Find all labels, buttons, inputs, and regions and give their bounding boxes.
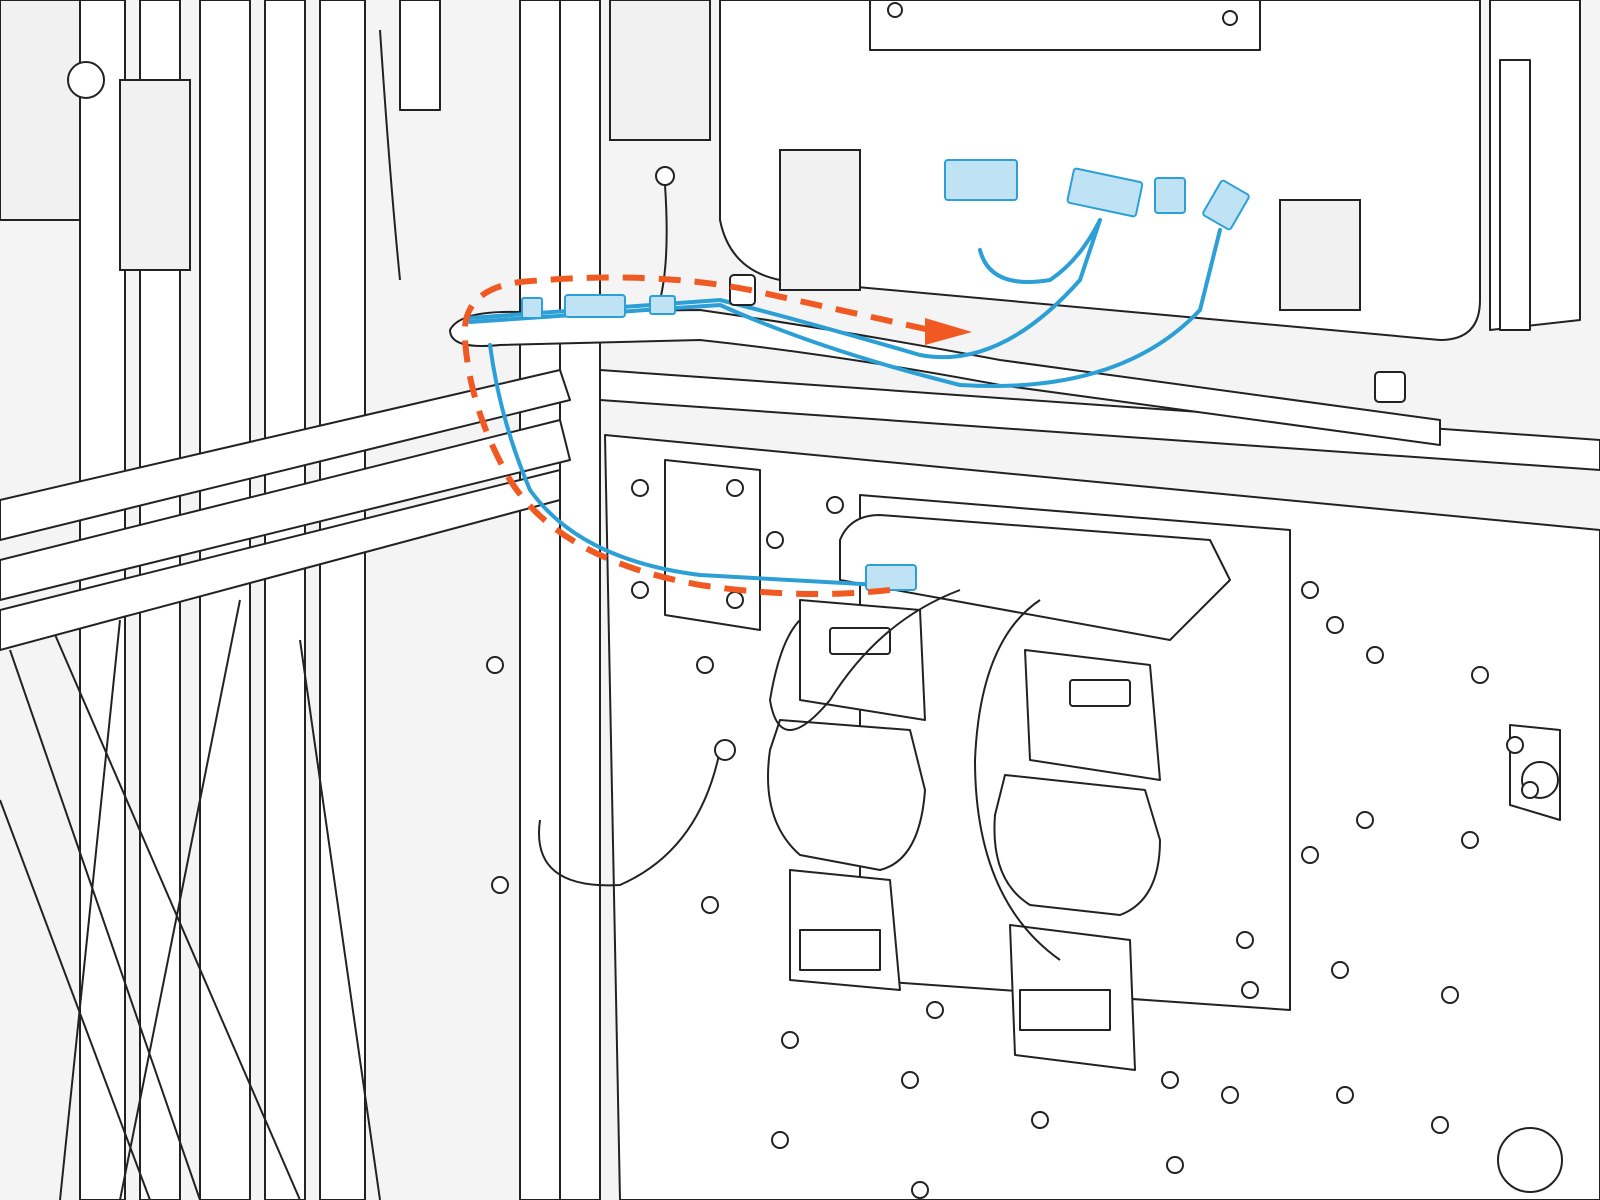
- module-cable: [768, 589, 961, 731]
- bolt-icon: [1336, 1086, 1354, 1104]
- bolt-icon: [1521, 781, 1539, 799]
- bolt-icon: [766, 531, 784, 549]
- bolt-icon: [696, 656, 714, 674]
- bolt-icon: [1471, 666, 1489, 684]
- bolt-icon: [1356, 811, 1374, 829]
- connector-icon: [944, 159, 1018, 201]
- bolt-icon: [826, 496, 844, 514]
- connector-icon: [649, 295, 676, 315]
- bolt-icon: [1236, 931, 1254, 949]
- diagonal-rail: [0, 369, 571, 651]
- bolt-icon: [726, 591, 744, 609]
- bolt-icon: [1331, 961, 1349, 979]
- connector-icon: [1202, 179, 1250, 231]
- bolt-icon: [771, 1131, 789, 1149]
- route-arrow-icon: [461, 274, 972, 597]
- bolt-icon: [901, 1071, 919, 1089]
- ground-strap: [538, 749, 721, 887]
- upper-panel: [519, 0, 1600, 1200]
- wire-harness: [468, 218, 1222, 587]
- connector-icon: [865, 564, 917, 591]
- connector-icon: [521, 297, 543, 319]
- bolt-icon: [926, 1001, 944, 1019]
- bolt-icon: [1366, 646, 1384, 664]
- cable-tie-icon: [1374, 371, 1406, 403]
- module-left: [767, 599, 926, 991]
- bolt-icon: [701, 896, 719, 914]
- bolt-icon: [1441, 986, 1459, 1004]
- bolt-icon: [726, 479, 744, 497]
- bolt-icon: [887, 2, 903, 18]
- bolt-icon: [1241, 981, 1259, 999]
- bolt-icon: [1221, 1086, 1239, 1104]
- harness-connectors: [521, 159, 1250, 591]
- connector-icon: [1154, 177, 1186, 214]
- ground-terminal-icon: [655, 166, 675, 186]
- bolt-icon: [1166, 1156, 1184, 1174]
- bolt-icon: [1326, 616, 1344, 634]
- bolt-icon: [1461, 831, 1479, 849]
- bolt-icon: [911, 1181, 929, 1199]
- bolt-icon: [491, 876, 509, 894]
- module-right: [993, 649, 1161, 1071]
- ground-terminal-icon: [714, 739, 736, 761]
- connector-icon: [1066, 167, 1144, 218]
- bolt-icon: [781, 1031, 799, 1049]
- bolt-icon: [1431, 1116, 1449, 1134]
- bolt-icon: [1222, 10, 1238, 26]
- bolt-icon: [1301, 846, 1319, 864]
- bolt-icon: [1506, 736, 1524, 754]
- bolt-icon: [1161, 1071, 1179, 1089]
- bolt-icon: [1301, 581, 1319, 599]
- connector-icon: [564, 294, 626, 318]
- bolt-icon: [631, 479, 649, 497]
- bolt-icon: [1031, 1111, 1049, 1129]
- bolt-icon: [631, 581, 649, 599]
- bolt-icon: [486, 656, 504, 674]
- module-cable: [973, 599, 1061, 961]
